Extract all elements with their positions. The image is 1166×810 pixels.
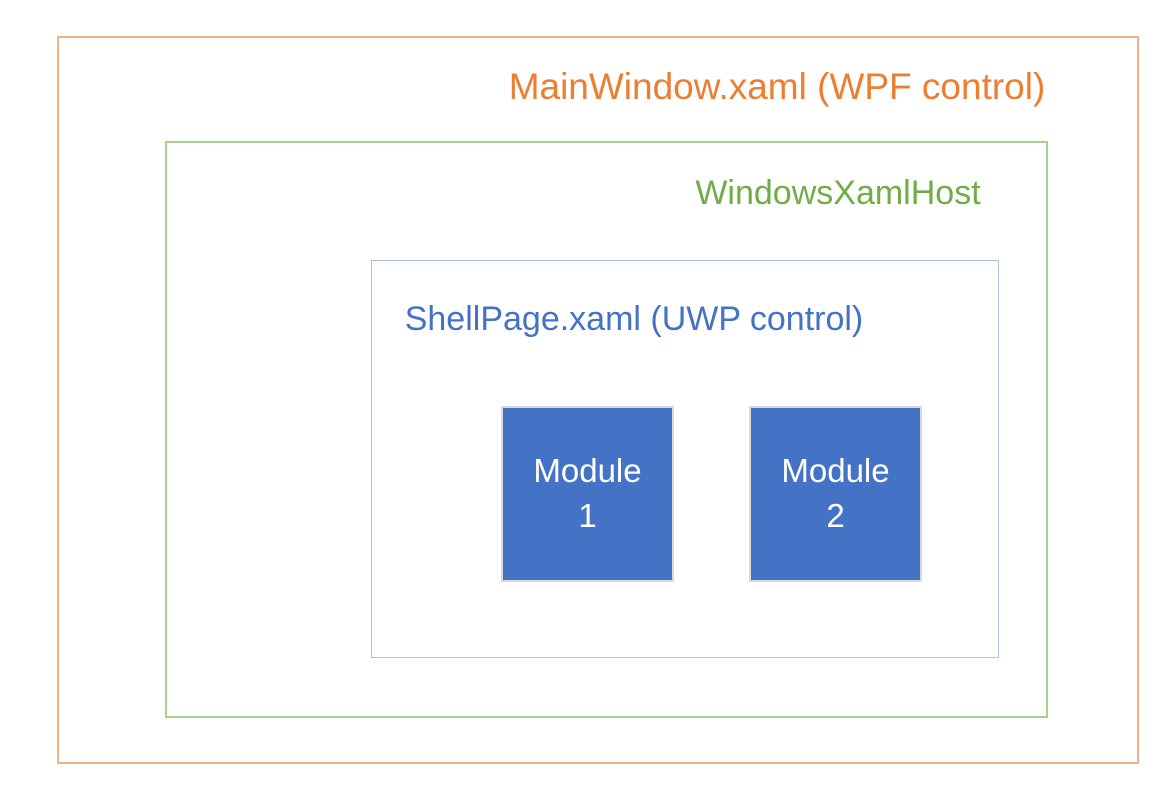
module-1-label-line2: 1: [578, 497, 597, 534]
windowsxamlhost-box: [165, 141, 1048, 718]
shellpage-uwp-box: [371, 260, 999, 658]
mainwindow-wpf-box: [57, 36, 1139, 764]
module-1-box: Module 1: [501, 406, 674, 582]
shellpage-uwp-label: ShellPage.xaml (UWP control): [404, 300, 864, 338]
mainwindow-wpf-label: MainWindow.xaml (WPF control): [508, 66, 1046, 107]
module-2-label-line2: 2: [826, 497, 845, 534]
module-2-label-line1: Module: [781, 452, 890, 490]
module-2-box: Module 2: [749, 406, 922, 582]
windowsxamlhost-label: WindowsXamlHost: [695, 174, 981, 212]
module-1-label-line1: Module: [533, 452, 642, 490]
